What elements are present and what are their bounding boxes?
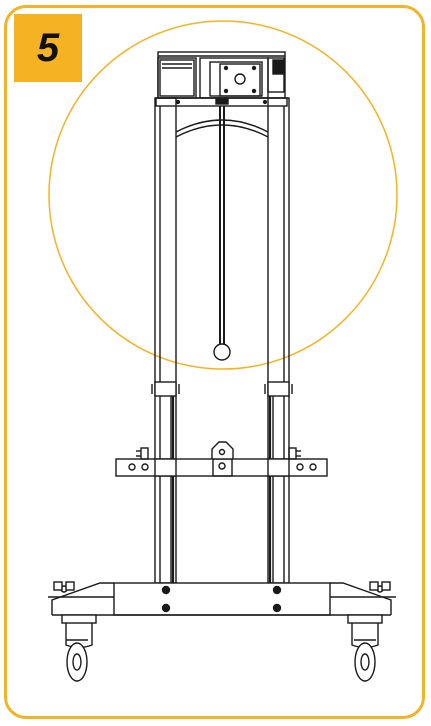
left-caster — [61, 614, 97, 682]
right-post — [264, 97, 293, 584]
step-number: 5 — [36, 26, 60, 70]
middle-crossbar — [115, 441, 328, 477]
head-unit — [157, 51, 286, 99]
highlight-circle — [48, 20, 398, 370]
upper-crossbar — [155, 97, 288, 107]
base — [48, 581, 396, 616]
pull-cable — [213, 106, 231, 361]
guide-arc — [175, 119, 269, 133]
right-caster — [347, 614, 383, 682]
left-post — [151, 97, 180, 584]
step-badge: 5 — [14, 14, 82, 82]
